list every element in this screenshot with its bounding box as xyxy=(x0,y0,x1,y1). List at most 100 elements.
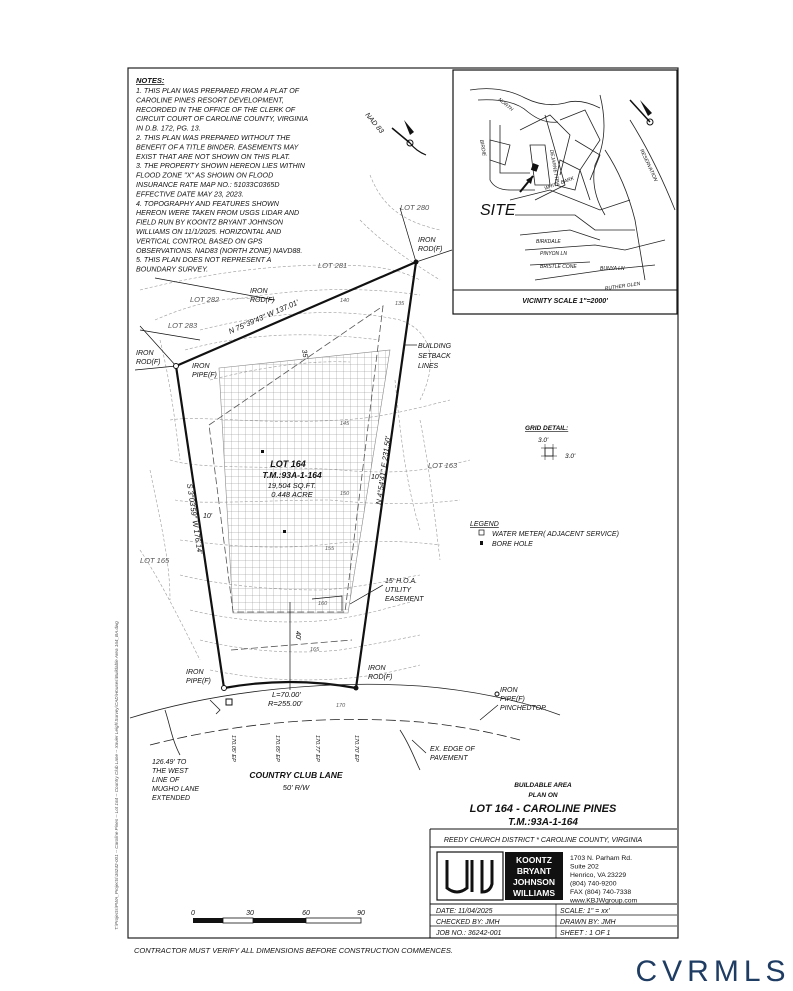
info-date: DATE: 11/04/2025 xyxy=(436,908,493,915)
monument-label: PIPE(F) xyxy=(500,696,525,703)
notes-line: FIELD RUN BY KOONTZ BRYANT JOHNSON xyxy=(136,219,284,227)
scale-bar: 0 30 60 90 xyxy=(191,910,365,924)
notes-line: 1. THIS PLAN WAS PREPARED FROM A PLAT OF xyxy=(136,87,300,95)
legend-item-water-meter: WATER METER( ADJACENT SERVICE) xyxy=(492,531,619,538)
info-sheet: SHEET : 1 OF 1 xyxy=(560,930,611,937)
arc-radius: R=255.00' xyxy=(268,699,303,708)
company-address-line: (804) 740-9200 xyxy=(570,881,617,888)
bearing-west: S 3°03'59" W 176.14' xyxy=(185,483,204,555)
notes-line: CIRCUIT COURT OF CAROLINE COUNTY, VIRGIN… xyxy=(136,115,308,123)
water-meter-marker xyxy=(225,698,233,706)
monument-label: ROD(F) xyxy=(136,359,161,366)
lot-area-acre: 0.448 ACRE xyxy=(271,490,313,499)
building-setback-lines xyxy=(208,305,384,613)
grid-detail-title: GRID DETAIL: xyxy=(525,425,568,432)
logo-word: JOHNSON xyxy=(513,877,555,887)
company-address-line: www.KBJWgroup.com xyxy=(569,898,638,905)
vicinity-map: NORTH BIRDIE DEJARNETTE WHITE BARK BIRKD… xyxy=(452,69,678,315)
road-name: COUNTRY CLUB LANE xyxy=(249,770,343,780)
notes-line: EFFECTIVE DATE MAY 23, 2023. xyxy=(136,190,244,198)
building-setback-label: BUILDING xyxy=(418,343,452,350)
north-label: NAD 83 xyxy=(363,112,384,135)
lot-165-label: LOT 165 xyxy=(140,556,170,565)
hoa-easement-label: UTILITY xyxy=(385,587,412,594)
grid-detail: GRID DETAIL: 3.0' 3.0' xyxy=(525,425,576,460)
rear-setback-dim: 35' xyxy=(300,349,309,360)
scale-tick-0: 0 xyxy=(191,910,195,917)
svg-text:BUNYA LN: BUNYA LN xyxy=(600,266,625,272)
hoa-easement-label: 15' H.O.A. xyxy=(385,578,417,585)
notes-line: BENEFIT OF A TITLE BINDER. EASEMENTS MAY xyxy=(136,143,300,151)
bore-hole-markers xyxy=(261,450,286,533)
notes-heading: NOTES: xyxy=(136,76,165,85)
scale-tick-90: 90 xyxy=(357,910,365,917)
notes-line: CAROLINE PINES RESORT DEVELOPMENT, xyxy=(136,96,284,104)
lot-281-label: LOT 281 xyxy=(318,261,347,270)
footer-note: CONTRACTOR MUST VERIFY ALL DIMENSIONS BE… xyxy=(134,946,453,955)
water-meter-icon xyxy=(478,529,485,536)
logo-word: WILLIAMS xyxy=(513,888,555,898)
svg-text:BRISTLE CONE: BRISTLE CONE xyxy=(540,264,577,270)
notes-line: 5. THIS PLAN DOES NOT REPRESENT A xyxy=(136,256,272,264)
buildable-area-grid xyxy=(218,349,391,614)
svg-text:PINYON LN: PINYON LN xyxy=(540,251,567,257)
west-line-note: LINE OF xyxy=(152,777,180,784)
lot-283-label: LOT 283 xyxy=(168,321,198,330)
info-scale: SCALE: 1" = xx' xyxy=(560,908,610,915)
notes-line: BOUNDARY SURVEY. xyxy=(136,266,208,274)
title-district: REEDY CHURCH DISTRICT * CAROLINE COUNTY,… xyxy=(444,837,643,844)
lot-280-label: LOT 280 xyxy=(400,203,430,212)
company-address-line: FAX (804) 740-7338 xyxy=(570,889,631,896)
svg-text:DEJARNETTE: DEJARNETTE xyxy=(548,149,560,183)
title-main: LOT 164 - CAROLINE PINES xyxy=(470,803,617,815)
logo-word: BRYANT xyxy=(517,866,552,876)
west-line-note: MUGHO LANE xyxy=(152,786,199,793)
road-elevation-label: 170.05' EP xyxy=(230,735,236,762)
svg-text:BIRDIE: BIRDIE xyxy=(478,139,487,157)
vicinity-caption: VICINITY SCALE 1"=2000' xyxy=(522,298,608,305)
contour-label: 135 xyxy=(395,301,405,307)
monuments xyxy=(173,259,500,697)
title-block: BUILDABLE AREA PLAN ON LOT 164 - CAROLIN… xyxy=(429,782,677,938)
notes-line: HEREON WERE TAKEN FROM USGS LIDAR AND xyxy=(136,209,299,217)
building-setback-label: SETBACK xyxy=(418,353,451,360)
notes-line: FLOOD ZONE "X" AS SHOWN ON FLOOD xyxy=(136,172,273,180)
bearing-east: N 4°54'41" E 231.50' xyxy=(374,435,393,505)
monument-label: ROD(F) xyxy=(250,297,275,304)
logo-word: KOONTZ xyxy=(516,855,552,865)
west-line-note: EXTENDED xyxy=(152,795,190,802)
contour-label: 170 xyxy=(336,703,346,709)
contour-label: 140 xyxy=(340,298,350,304)
title-tax-map: T.M.:93A-1-164 xyxy=(508,817,578,828)
monument-label: ROD(F) xyxy=(418,246,443,253)
monument-label: ROD(F) xyxy=(368,674,393,681)
edge-of-pavement-label: EX. EDGE OF xyxy=(430,746,475,753)
side-setback-left-dim: 10' xyxy=(203,513,213,520)
info-job: JOB NO.: 36242-001 xyxy=(435,930,501,937)
monument-label: IRON xyxy=(500,687,518,694)
monument-label: IRON xyxy=(368,665,386,672)
arc-length: L=70.00' xyxy=(272,690,301,699)
lot-name: LOT 164 xyxy=(270,459,306,469)
notes-line: VERTICAL CONTROL BASED ON GPS xyxy=(136,237,263,245)
building-setback-label: LINES xyxy=(418,363,439,370)
notes-line: 3. THE PROPERTY SHOWN HEREON LIES WITHIN xyxy=(136,162,306,170)
north-arrow: NAD 83 xyxy=(363,112,427,156)
monument-label: PIPE(F) xyxy=(192,372,217,379)
svg-text:RUTHER GLEN: RUTHER GLEN xyxy=(604,281,641,292)
notes-line: 4. TOPOGRAPHY AND FEATURES SHOWN xyxy=(136,200,280,208)
property-boundary xyxy=(134,207,453,690)
notes-line: EXIST THAT ARE NOT SHOWN ON THIS PLAT. xyxy=(136,153,290,161)
notes-line: OBSERVATIONS. NAD83 (NORTH ZONE) NAVD88. xyxy=(136,247,302,255)
scale-tick-60: 60 xyxy=(302,910,310,917)
grid-dim-a: 3.0' xyxy=(538,437,549,444)
monument-label: PIPE(F) xyxy=(186,678,211,685)
monument-label: IRON xyxy=(250,288,268,295)
front-setback-dim: 40' xyxy=(294,631,301,641)
road-elevation-label: 170.65' EP xyxy=(274,735,280,762)
scale-tick-30: 30 xyxy=(246,910,254,917)
notes-line: RECORDED IN THE OFFICE OF THE CLERK OF xyxy=(136,106,296,114)
subject-lot-label: LOT 164 T.M.:93A-1-164 19,504 SQ.FT. 0.4… xyxy=(262,459,322,499)
road-elevation-label: 170.70' EP xyxy=(353,735,359,762)
